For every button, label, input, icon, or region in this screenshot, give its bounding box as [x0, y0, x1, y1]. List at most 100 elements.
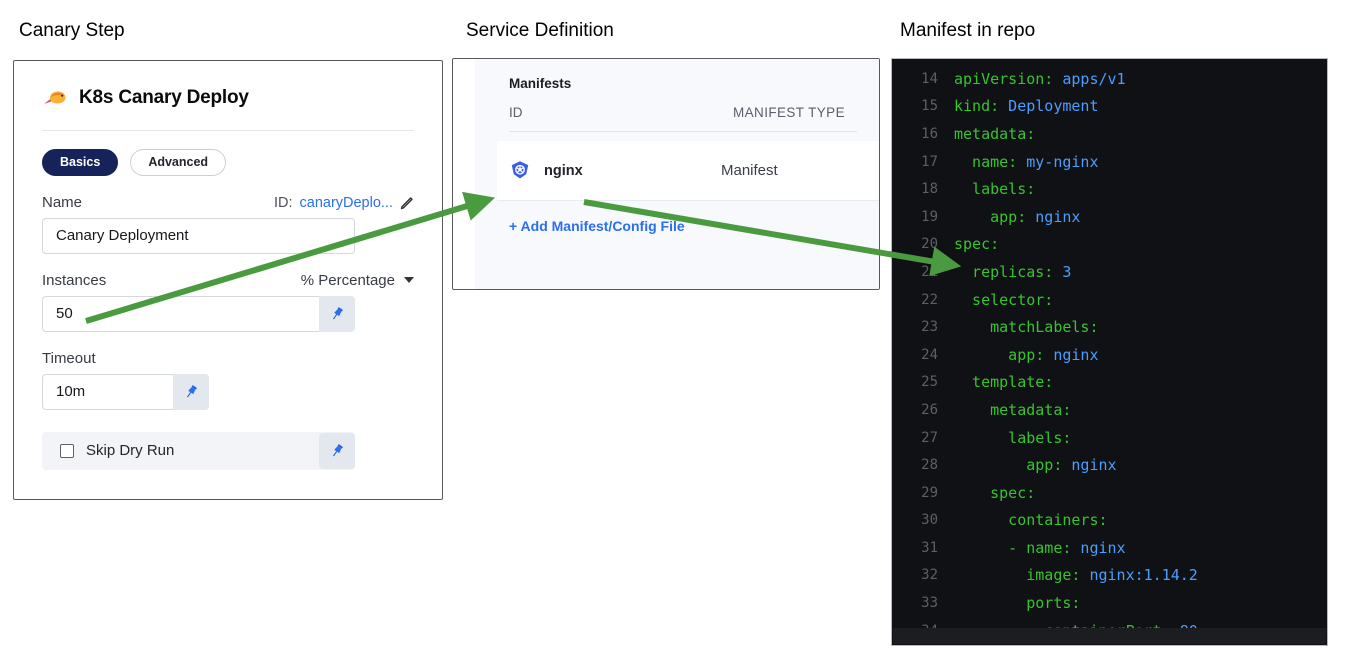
- line-number: 24: [921, 346, 938, 363]
- code-text: labels:: [954, 428, 1072, 447]
- skip-dry-run-row[interactable]: Skip Dry Run: [42, 431, 355, 470]
- section-title-manifest-in-repo: Manifest in repo: [900, 20, 1036, 41]
- tab-basics[interactable]: Basics: [42, 149, 119, 176]
- line-number: 19: [921, 208, 938, 225]
- pin-icon[interactable]: [319, 295, 355, 332]
- card-header: K8s Canary Deploy: [14, 61, 442, 109]
- manifests-panel: Manifests ID MANIFEST TYPE: [475, 59, 879, 289]
- line-number: 33: [921, 595, 938, 612]
- code-text: app: nginx: [954, 456, 1117, 475]
- code-text: spec:: [954, 235, 1000, 254]
- code-text: replicas: 3: [954, 262, 1072, 281]
- code-line[interactable]: 15 kind: Deployment: [892, 93, 1327, 121]
- code-line[interactable]: 32 image: nginx:1.14.2: [892, 562, 1327, 590]
- code-text: image: nginx:1.14.2: [954, 566, 1198, 585]
- code-line[interactable]: 21 replicas: 3: [892, 258, 1327, 286]
- code-line[interactable]: 19 app: nginx: [892, 203, 1327, 231]
- timeout-input-group: 10m: [42, 373, 414, 410]
- line-number: 28: [921, 457, 938, 474]
- line-number: 18: [921, 181, 938, 198]
- id-value[interactable]: canaryDeplo...: [299, 194, 394, 211]
- code-text: kind: Deployment: [954, 97, 1099, 116]
- section-title-canary-step: Canary Step: [19, 20, 125, 41]
- header-divider: [42, 130, 414, 131]
- line-number: 23: [921, 319, 938, 336]
- line-number: 27: [921, 429, 938, 446]
- column-header-manifest-type: MANIFEST TYPE: [733, 105, 845, 120]
- canary-bird-icon: [42, 88, 68, 108]
- code-line[interactable]: 30 containers:: [892, 507, 1327, 535]
- code-line[interactable]: 22 selector:: [892, 286, 1327, 314]
- manifest-id-cell: nginx: [497, 160, 721, 182]
- section-title-service-definition: Service Definition: [466, 20, 614, 41]
- code-line[interactable]: 23 matchLabels:: [892, 313, 1327, 341]
- manifest-id-value: nginx: [544, 162, 583, 179]
- skip-dry-run-label: Skip Dry Run: [86, 442, 175, 459]
- code-text: containers:: [954, 511, 1108, 530]
- code-line[interactable]: 33 ports:: [892, 589, 1327, 617]
- code-line[interactable]: 24 app: nginx: [892, 341, 1327, 369]
- code-text: spec:: [954, 483, 1036, 502]
- code-text: - name: nginx: [954, 538, 1126, 557]
- table-row[interactable]: nginx Manifest: [497, 141, 879, 201]
- code-text: app: nginx: [954, 345, 1099, 364]
- code-line[interactable]: 31 - name: nginx: [892, 534, 1327, 562]
- line-number: 32: [921, 567, 938, 584]
- code-text: metadata:: [954, 400, 1072, 419]
- tab-advanced[interactable]: Advanced: [130, 149, 227, 176]
- pencil-icon[interactable]: [400, 196, 414, 210]
- timeout-label: Timeout: [42, 349, 96, 367]
- code-text: metadata:: [954, 124, 1036, 143]
- line-number: 30: [921, 512, 938, 529]
- checkbox-icon[interactable]: [60, 443, 74, 458]
- code-line[interactable]: 20 spec:: [892, 231, 1327, 259]
- pin-icon[interactable]: [173, 373, 209, 410]
- timeout-input[interactable]: 10m: [42, 373, 173, 410]
- code-text: apiVersion: apps/v1: [954, 69, 1126, 88]
- code-text: template:: [954, 373, 1054, 392]
- line-number: 15: [921, 98, 938, 115]
- code-line[interactable]: 27 labels:: [892, 424, 1327, 452]
- code-line[interactable]: 17 name: my-nginx: [892, 148, 1327, 176]
- code-line[interactable]: 29 spec:: [892, 479, 1327, 507]
- code-line[interactable]: 18 labels:: [892, 175, 1327, 203]
- chevron-down-icon[interactable]: [404, 277, 414, 283]
- line-number: 21: [921, 263, 938, 280]
- line-number: 26: [921, 401, 938, 418]
- table-header-divider: [509, 131, 857, 132]
- manifests-table-header: ID MANIFEST TYPE: [475, 91, 879, 120]
- code-text: labels:: [954, 180, 1036, 199]
- card-title: K8s Canary Deploy: [79, 87, 249, 108]
- instances-input[interactable]: 50: [42, 295, 319, 332]
- add-manifest-link[interactable]: + Add Manifest/Config File: [509, 218, 685, 234]
- code-text: name: my-nginx: [954, 152, 1099, 171]
- manifest-type-value: Manifest: [721, 162, 778, 179]
- name-input[interactable]: Canary Deployment: [42, 217, 355, 254]
- name-field-row: Name ID: canaryDeplo...: [42, 194, 414, 211]
- canary-step-card: K8s Canary Deploy Basics Advanced Name I…: [13, 60, 443, 500]
- code-text: app: nginx: [954, 207, 1081, 226]
- service-definition-card: Manifests ID MANIFEST TYPE: [452, 58, 880, 290]
- instances-input-group: 50: [42, 295, 414, 332]
- code-panel-footer-bar: [893, 628, 1326, 644]
- manifests-heading: Manifests: [509, 76, 572, 91]
- step-id-display[interactable]: ID: canaryDeplo...: [274, 195, 414, 211]
- line-number: 20: [921, 236, 938, 253]
- code-line[interactable]: 28 app: nginx: [892, 451, 1327, 479]
- timeout-field-row: Timeout: [42, 350, 414, 367]
- code-line[interactable]: 26 metadata:: [892, 396, 1327, 424]
- line-number: 31: [921, 539, 938, 556]
- code-line[interactable]: 25 template:: [892, 369, 1327, 397]
- kubernetes-icon: [509, 160, 531, 182]
- line-number: 17: [921, 153, 938, 170]
- column-header-id: ID: [509, 105, 523, 120]
- pin-icon[interactable]: [319, 432, 355, 469]
- instance-unit-dropdown[interactable]: % Percentage: [301, 272, 414, 289]
- line-number: 22: [921, 291, 938, 308]
- tab-pill-group: Basics Advanced: [14, 131, 442, 176]
